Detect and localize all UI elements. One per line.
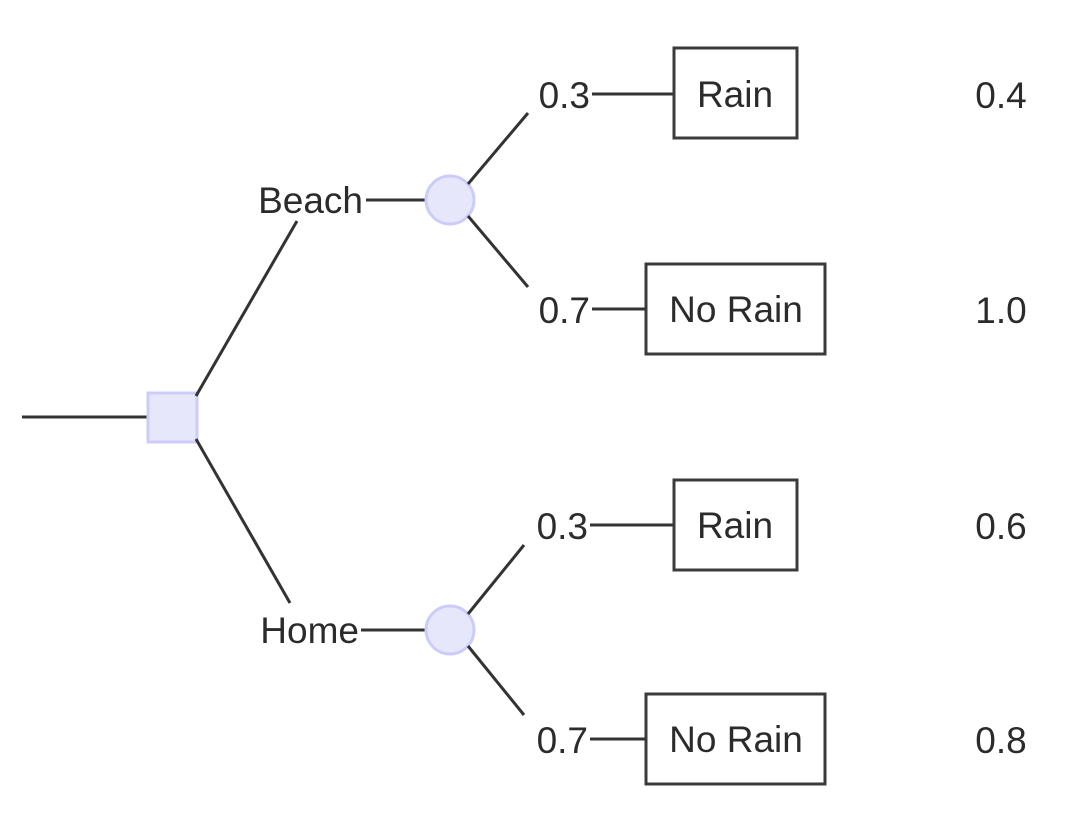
outcome-edge-beach-rain [466,112,530,185]
payoff-value-home-rain: 0.6 [975,506,1026,547]
outcome-edge-home-rain [466,544,526,615]
outcome-box-home-norain[interactable] [644,692,827,786]
outcome-box-home-rain[interactable] [672,478,799,572]
outcome-label-beach-norain: No Rain [669,289,803,330]
outcome-edge-home-norain [466,645,526,716]
outcome-box-beach-rain[interactable] [672,46,799,140]
outcome-label-home-rain: Rain [697,505,773,546]
outcome-label-beach-rain: Rain [697,74,773,115]
outcome-edge-beach-norain [466,215,530,288]
branch-edge-beach [194,220,299,397]
payoff-value-beach-norain: 1.0 [975,290,1026,331]
branch-edge-home [194,438,292,604]
payoff-value-home-norain: 0.8 [975,720,1026,761]
probability-label-beach-norain: 0.7 [539,290,590,331]
chance-node-home[interactable] [424,604,476,656]
branch-label-home: Home [260,610,359,651]
probability-label-home-norain: 0.7 [537,720,588,761]
probability-label-beach-rain: 0.3 [539,75,590,116]
branch-label-beach: Beach [258,180,363,221]
outcome-label-home-norain: No Rain [669,719,803,760]
outcome-box-beach-norain[interactable] [644,262,827,356]
decision-node-root[interactable] [146,391,199,444]
chance-node-beach[interactable] [424,174,476,226]
payoff-value-beach-rain: 0.4 [975,75,1026,116]
probability-label-home-rain: 0.3 [537,506,588,547]
